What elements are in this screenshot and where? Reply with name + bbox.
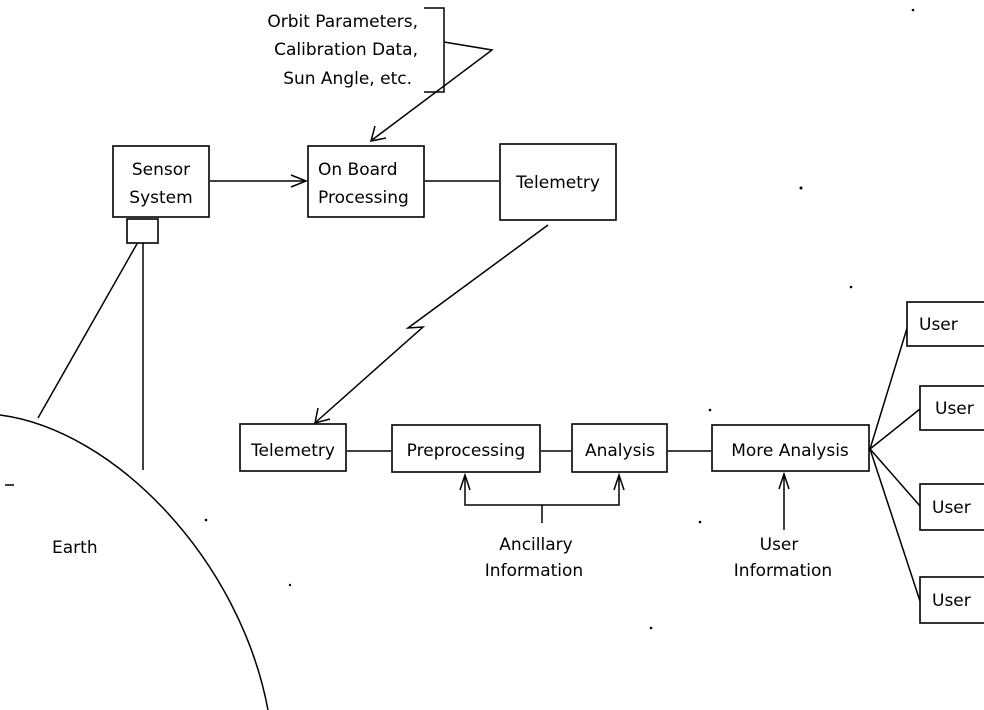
user-info-arrowhead xyxy=(778,471,790,490)
scan-speck xyxy=(288,583,292,587)
earth-label: Earth xyxy=(52,538,98,558)
analysis-label: Analysis xyxy=(585,441,655,461)
sensor-system-label-line-1: Sensor xyxy=(132,160,190,180)
scan-speck xyxy=(204,518,208,522)
fanout-line-user-2 xyxy=(869,408,921,450)
scan-speck xyxy=(708,408,712,412)
downlink-zigzag xyxy=(315,224,549,423)
ancillary-arrow-preprocessing xyxy=(459,472,471,491)
sensor-footprint-line-left xyxy=(37,241,139,419)
user-box-3 xyxy=(919,483,984,531)
analysis-box xyxy=(571,423,668,473)
user-label-1: User xyxy=(919,315,958,335)
user-information-label-line-1: User xyxy=(760,535,799,555)
user-label-2: User xyxy=(935,399,974,419)
scan-speck xyxy=(698,520,702,524)
telemetry-top-box xyxy=(499,143,617,221)
fanout-line-user-1 xyxy=(869,324,909,450)
orbit-bracket xyxy=(424,7,445,93)
scan-speck xyxy=(649,626,653,630)
more-analysis-box xyxy=(711,424,870,472)
onboard-processing-label-line-2: Processing xyxy=(318,188,409,208)
user-information-label-line-2: Information xyxy=(734,561,832,581)
orbit-parameters-label-line-1: Orbit Parameters, xyxy=(267,12,418,32)
telemetry-bottom-box xyxy=(239,423,347,472)
onboard-processing-box xyxy=(307,145,425,218)
sensor-system-box xyxy=(112,145,210,218)
telemetry-top-label: Telemetry xyxy=(515,173,600,193)
scan-speck xyxy=(849,285,853,289)
earth-arc xyxy=(0,414,269,710)
onboard-processing-label-line-1: On Board xyxy=(318,160,398,180)
sensor-to-onboard-arrowhead xyxy=(290,174,309,188)
orbit-bracket-connector xyxy=(371,41,494,141)
ancillary-arrow-analysis xyxy=(613,472,625,491)
ancillary-information-label-line-2: Information xyxy=(485,561,583,581)
telemetry-bottom-label: Telemetry xyxy=(250,441,335,461)
user-box-4 xyxy=(919,576,984,624)
downlink-arrowhead xyxy=(314,407,331,425)
scan-speck xyxy=(799,186,803,190)
user-label-4: User xyxy=(932,591,971,611)
orbit-arrowhead xyxy=(369,125,387,142)
user-box-2 xyxy=(919,385,984,431)
preprocessing-box xyxy=(391,424,541,473)
fanout-line-user-3 xyxy=(869,448,921,507)
sensor-mount-box xyxy=(126,218,159,244)
ancillary-information-label-line-1: Ancillary xyxy=(499,535,572,555)
ancillary-feed-line xyxy=(464,476,620,506)
more-analysis-label: More Analysis xyxy=(731,441,849,461)
orbit-parameters-label-line-2: Calibration Data, xyxy=(274,40,418,60)
sensor-system-label-line-2: System xyxy=(129,188,192,208)
preprocessing-label: Preprocessing xyxy=(407,441,526,461)
fanout-line-user-4 xyxy=(869,448,921,602)
user-label-3: User xyxy=(932,498,971,518)
scan-speck xyxy=(911,8,915,12)
orbit-parameters-label-line-3: Sun Angle, etc. xyxy=(283,69,412,89)
user-box-1 xyxy=(906,301,984,347)
